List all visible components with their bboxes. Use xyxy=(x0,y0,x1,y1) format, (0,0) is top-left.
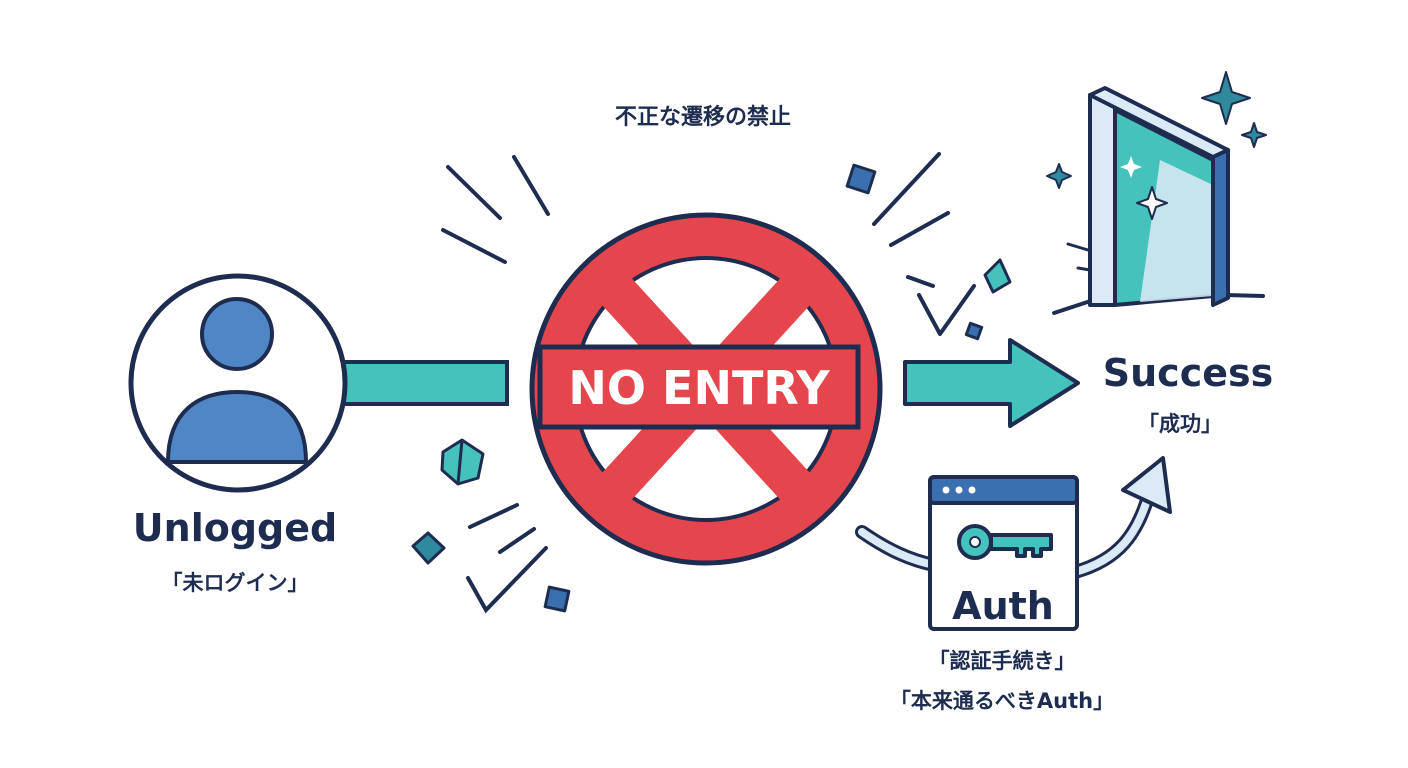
burst-lines-upper-left xyxy=(441,155,550,264)
flow-arrow-right-head xyxy=(903,338,1080,428)
auth-window xyxy=(928,475,1079,631)
success-label: Success xyxy=(1103,351,1273,395)
bypass-curve xyxy=(858,528,938,569)
diagram-title: 不正な遷移の禁止 xyxy=(615,104,791,130)
burst-lines-upper-right xyxy=(872,152,950,288)
sparkle-icons xyxy=(1046,71,1267,220)
success-sublabel: 「成功」 xyxy=(1138,412,1222,436)
auth-sublabel-2: 「本来通るべきAuth」 xyxy=(890,689,1114,713)
auth-to-success-arrow xyxy=(1068,456,1172,579)
unlogged-sublabel: 「未ログイン」 xyxy=(162,571,309,595)
burst-lines-lower-left xyxy=(466,503,548,614)
unlogged-label: Unlogged xyxy=(133,506,337,550)
prohibited-icon xyxy=(529,212,883,566)
burst-line-right xyxy=(917,284,976,336)
no-entry-banner: NO ENTRY xyxy=(568,361,830,415)
key-icon xyxy=(957,524,1053,560)
debris-cubes xyxy=(411,163,1012,613)
user-icon xyxy=(128,273,348,493)
flow-arrow-left-segment xyxy=(333,360,509,406)
auth-sublabel-1: 「認証手続き」 xyxy=(929,649,1076,673)
auth-label: Auth xyxy=(952,584,1054,628)
open-door-icon xyxy=(1052,86,1265,315)
